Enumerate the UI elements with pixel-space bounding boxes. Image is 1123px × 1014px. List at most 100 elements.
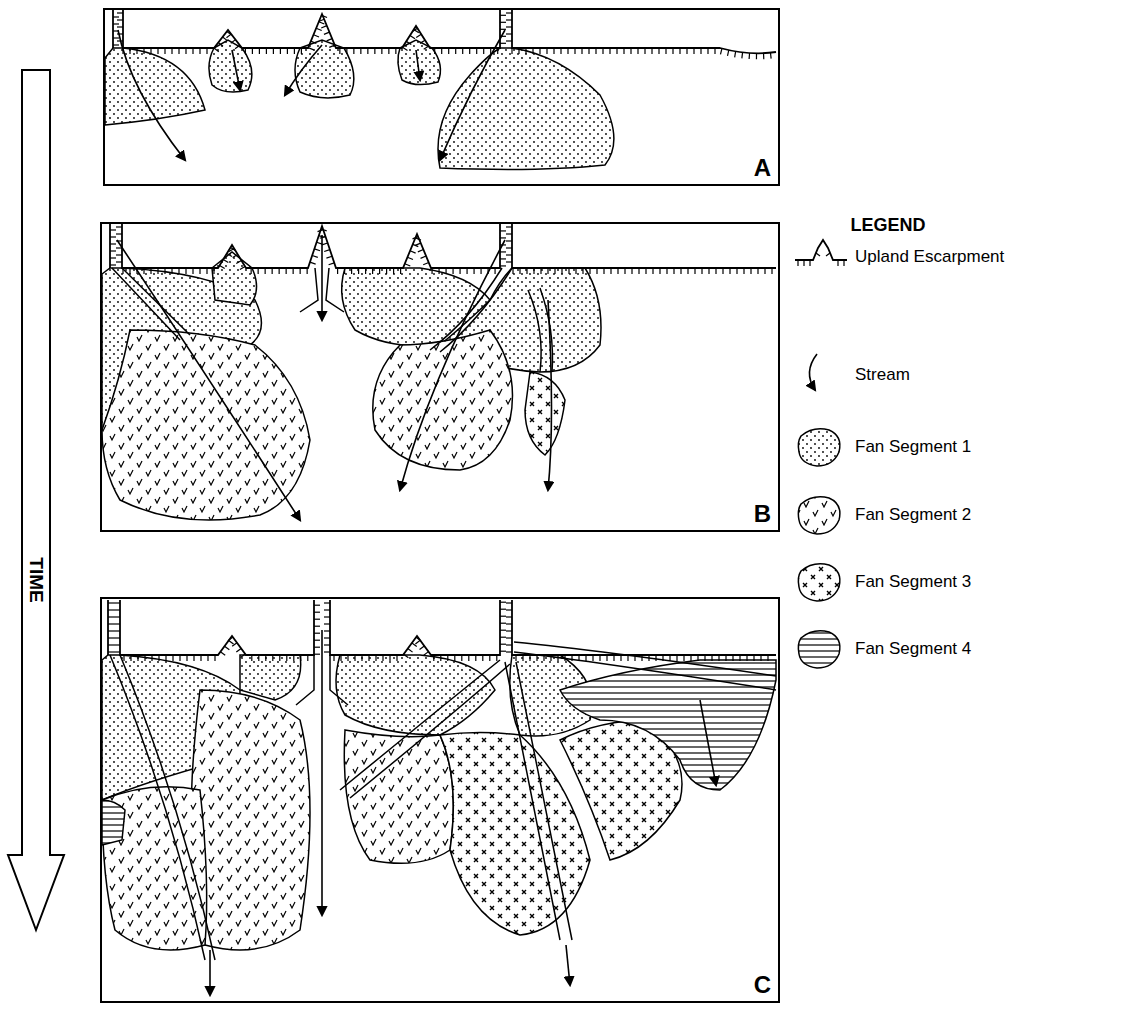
drawing-stroke [122,268,123,274]
drawing-stroke [648,655,649,661]
drawing-stroke [213,268,214,274]
drawing-stroke [225,646,230,650]
drawing-stroke [279,268,280,274]
drawing-stroke [322,243,328,245]
drawing-stroke [715,268,716,274]
drawing-stroke [512,268,513,274]
drawing-stroke [564,655,565,661]
drawing-stroke [367,48,368,54]
legend-label: Fan Segment 4 [855,639,971,659]
drawing-stroke [410,35,415,38]
drawing-stroke [718,655,719,661]
drawing-stroke [500,644,506,645]
drawing-stroke [408,649,413,653]
drawing-stroke [318,230,324,232]
drawing-stroke [578,655,579,661]
drawing-stroke [415,238,421,240]
drawing-stroke [701,268,702,274]
time-label: TIME [25,557,47,602]
drawing-stroke [340,660,510,798]
drawing-stroke [694,268,695,274]
drawing-stroke [122,224,500,268]
drawing-stroke [526,268,527,274]
drawing-stroke [462,48,463,54]
drawing-stroke [809,354,817,390]
drawing-stroke [314,647,320,648]
drawing-stroke [739,655,740,661]
drawing-stroke [466,268,467,274]
drawing-stroke [206,268,207,274]
drawing-stroke [117,19,123,20]
drawing-stroke [326,256,332,258]
drawing-stroke [214,655,215,661]
drawing-stroke [497,48,498,54]
drawing-stroke [532,48,533,54]
drawing-stroke [259,48,260,54]
drawing-stroke [529,655,530,661]
drawing-stroke [236,648,241,652]
drawing-stroke [500,637,506,638]
drawing-stroke [610,268,611,274]
drawing-stroke [837,260,838,266]
drawing-stroke [500,602,506,603]
drawing-stroke [506,602,512,603]
drawing-stroke [110,257,116,258]
drawing-stroke [673,268,674,274]
drawing-stroke [679,48,680,54]
drawing-stroke [404,654,409,658]
legend-sample [793,232,849,282]
legend-sample [793,490,849,540]
drawing-stroke [223,259,228,262]
drawing-stroke [743,268,744,274]
drawing-stroke [114,651,120,652]
drawing-stroke [108,651,114,652]
drawing-stroke [157,268,158,274]
drawing-stroke [337,268,338,274]
drawing-stroke [700,700,716,785]
drawing-stroke [171,268,172,274]
drawing-stroke [329,263,335,265]
drawing-stroke [279,655,280,661]
drawing-stroke [518,48,519,54]
drawing-stroke [113,23,119,24]
drawing-stroke [500,258,506,259]
drawing-stroke [665,48,666,54]
drawing-stroke [440,733,590,936]
drawing-stroke [116,261,122,262]
drawing-stroke [500,29,506,30]
drawing-stroke [617,268,618,274]
drawing-stroke [725,655,726,661]
drawing-stroke [117,26,123,27]
drawing-stroke [525,372,565,455]
drawing-stroke [157,48,158,54]
drawing-stroke [506,226,512,227]
drawing-stroke [438,48,614,169]
drawing-stroke [379,268,380,274]
drawing-stroke [506,651,512,652]
drawing-stroke [770,53,772,59]
drawing-stroke [809,260,810,266]
drawing-stroke [199,268,200,274]
drawing-stroke [232,643,237,647]
drawing-stroke [114,637,120,638]
drawing-stroke [272,655,273,661]
drawing-stroke [191,690,310,950]
drawing-stroke [333,655,334,661]
drawing-stroke [382,655,383,661]
drawing-stroke [756,53,757,59]
drawing-stroke [543,655,544,661]
drawing-stroke [506,247,512,248]
drawing-stroke [109,224,111,268]
drawing-stroke [473,268,474,274]
drawing-stroke [506,616,512,617]
drawing-stroke [459,268,460,274]
drawing-stroke [606,655,607,661]
drawing-stroke [512,10,776,53]
drawing-stroke [550,655,551,661]
drawing-stroke [795,240,847,260]
drawing-stroke [412,28,417,31]
drawing-stroke [476,48,477,54]
drawing-stroke [475,655,476,661]
drawing-stroke [393,268,394,274]
drawing-stroke [506,609,512,610]
